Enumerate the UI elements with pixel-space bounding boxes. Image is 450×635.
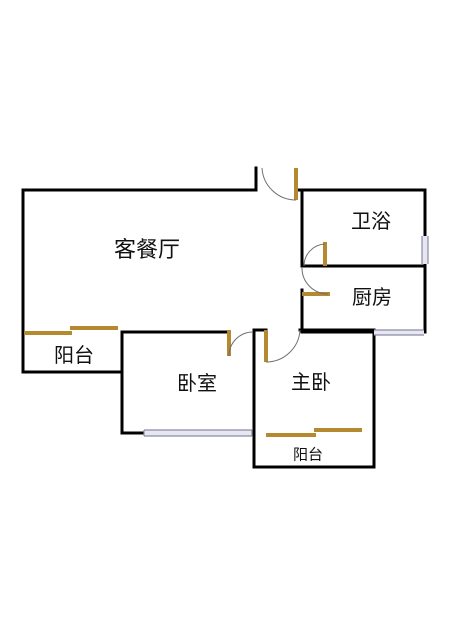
room-label-kitchen: 厨房 (352, 285, 392, 309)
door-bedroom-arc (228, 331, 254, 357)
sliding-doors (24, 326, 362, 437)
windows (143, 236, 429, 437)
window-kitchen (374, 330, 424, 335)
room-label-balcony-left: 阳台 (54, 343, 94, 367)
swing-doors (227, 167, 330, 363)
window-bedroom (144, 430, 252, 436)
door-kitchen-arc (301, 267, 329, 295)
room-label-master-bedroom: 主卧 (291, 370, 331, 394)
door-entrance-arc (261, 167, 297, 201)
room-label-bedroom: 卧室 (177, 371, 217, 395)
door-bathroom-arc (303, 243, 326, 267)
door-master-arc (265, 329, 301, 363)
room-label-living-dining: 客餐厅 (113, 238, 181, 263)
window-bathroom (422, 236, 428, 264)
room-label-balcony-bottom: 阳台 (292, 445, 324, 464)
room-label-bathroom: 卫浴 (351, 209, 391, 233)
wall-living-top-left (21, 166, 258, 192)
